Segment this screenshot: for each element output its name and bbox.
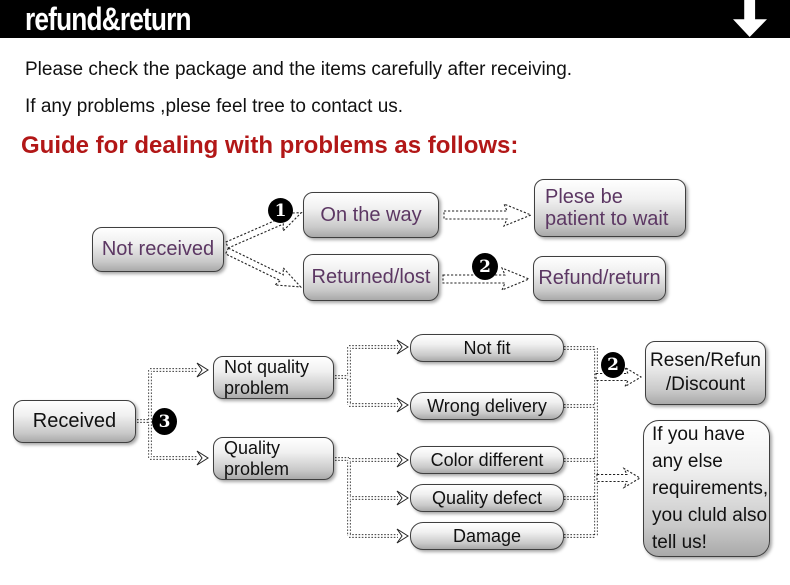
node-not-fit: Not fit: [410, 334, 564, 362]
intro-line-1: Please check the package and the items c…: [25, 59, 573, 80]
arrow-to-resen: [595, 366, 643, 388]
arrowhead-to-quality-defect: [396, 490, 409, 506]
node-damage: Damage: [410, 522, 564, 550]
arrowhead-to-damage: [396, 528, 409, 544]
node-resen-refun-discount: Resen/Refun /Discount: [645, 341, 766, 405]
step-badge-2b: 2: [601, 352, 625, 378]
intro-line-2: If any problems ,plese feel tree to cont…: [25, 96, 404, 117]
arrowhead-to-quality: [196, 450, 209, 466]
arrowhead-to-not-quality: [196, 362, 209, 378]
node-if-you-have: If you have any else requirements, you c…: [643, 420, 770, 557]
arrowhead-to-not-fit: [396, 339, 409, 355]
arrow-notreceived-returnedlost: [224, 247, 303, 288]
node-received: Received: [13, 400, 136, 443]
step-badge-2: 2: [472, 253, 498, 280]
arrow-to-ifyouhave: [596, 467, 642, 489]
node-plese-be-patient: Plese be patient to wait: [534, 179, 686, 237]
node-not-quality-problem: Not quality problem: [213, 356, 334, 399]
node-on-the-way: On the way: [303, 192, 439, 238]
node-quality-defect: Quality defect: [410, 484, 564, 512]
connector-right-merge: [564, 346, 598, 538]
node-refund-return: Refund/return: [533, 256, 666, 301]
node-not-received: Not received: [92, 227, 224, 272]
header-bar: refund&return: [0, 0, 790, 38]
node-returned-lost: Returned/lost: [303, 254, 439, 301]
node-wrong-delivery: Wrong delivery: [410, 392, 564, 420]
arrowhead-to-wrong-delivery: [396, 397, 409, 413]
arrow-ontheway-patient: [443, 202, 533, 228]
page-title: refund&return: [25, 1, 192, 37]
node-quality-problem: Quality problem: [213, 437, 334, 480]
node-color-different: Color different: [410, 446, 564, 474]
connector-not-quality-branch: [335, 345, 398, 407]
step-badge-3: 3: [152, 408, 177, 435]
arrowhead-to-color-different: [396, 452, 409, 468]
step-badge-1: 1: [268, 198, 293, 223]
guide-heading: Guide for dealing with problems as follo…: [21, 132, 519, 159]
